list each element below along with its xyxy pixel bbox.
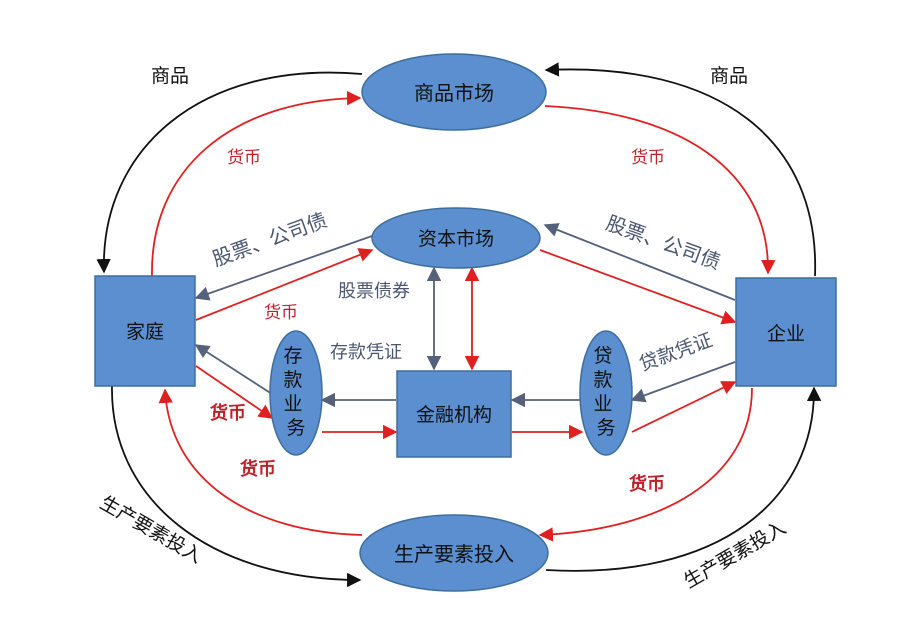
loan-certificate-label: 贷款凭证 bbox=[636, 329, 715, 376]
goods-flow-enterprise-to-market bbox=[544, 62, 816, 277]
factor-flow-household-to-factor bbox=[111, 385, 362, 588]
money-flow-household-to-capital bbox=[195, 248, 374, 321]
loan-char-4: 务 bbox=[596, 417, 615, 439]
money-label-top-left: 货币 bbox=[227, 148, 261, 168]
factor-input-node: 生产要素投入 bbox=[359, 514, 549, 592]
money-label-top-right: 货币 bbox=[631, 148, 665, 168]
loan-char-3: 业 bbox=[593, 393, 612, 415]
stocks-bonds-label-left: 股票、公司债 bbox=[209, 208, 330, 272]
household-node: 家庭 bbox=[94, 275, 196, 387]
factor-label-right: 生产要素投入 bbox=[680, 517, 790, 593]
money-label-household-deposit: 货币 bbox=[210, 402, 246, 424]
stocks-bonds-label-right: 股票、公司债 bbox=[603, 211, 724, 275]
deposit-business-node: 存 款 业 务 bbox=[269, 330, 323, 456]
financial-institution-node: 金融机构 bbox=[396, 370, 512, 458]
financial-institution-label: 金融机构 bbox=[416, 404, 492, 426]
capital-market-label: 资本市场 bbox=[418, 228, 494, 250]
factor-input-label: 生产要素投入 bbox=[394, 542, 514, 566]
deposit-char-1: 存 bbox=[283, 345, 302, 367]
deposit-char-3: 业 bbox=[283, 393, 302, 415]
money-flow-household-to-deposit bbox=[195, 365, 274, 419]
money-flow-goods-market-to-enterprise bbox=[544, 105, 776, 275]
securities-flow-enterprise-to-capital bbox=[543, 223, 736, 301]
deposit-business-label: 存 款 业 务 bbox=[283, 345, 308, 439]
household-label: 家庭 bbox=[126, 321, 164, 343]
certificate-flow-enterprise-to-loan bbox=[630, 361, 736, 403]
enterprise-node: 企业 bbox=[735, 277, 837, 387]
loan-business-node: 贷 款 业 务 bbox=[579, 330, 633, 456]
loan-char-1: 贷 bbox=[593, 345, 612, 367]
goods-label-right: 商品 bbox=[710, 65, 748, 87]
money-label-lower-left: 货币 bbox=[240, 458, 276, 480]
deposit-certificate-label: 存款凭证 bbox=[330, 342, 402, 363]
factor-label-left: 生产要素投入 bbox=[96, 492, 206, 568]
loan-business-label: 贷 款 业 务 bbox=[593, 345, 618, 439]
money-flow-factor-to-household bbox=[158, 388, 363, 536]
capital-market-node: 资本市场 bbox=[371, 207, 541, 269]
money-label-lower-right: 货币 bbox=[629, 473, 665, 495]
deposit-char-2: 款 bbox=[283, 369, 302, 391]
money-label-to-capital: 货币 bbox=[264, 303, 298, 323]
loan-char-2: 款 bbox=[593, 369, 612, 391]
goods-label-left: 商品 bbox=[151, 65, 189, 87]
goods-flow-market-to-household bbox=[96, 71, 363, 274]
money-flow-capital-to-enterprise bbox=[539, 249, 737, 325]
money-flow-loan-to-enterprise bbox=[631, 381, 737, 433]
enterprise-label: 企业 bbox=[767, 323, 805, 345]
deposit-char-4: 务 bbox=[286, 417, 305, 439]
money-flow-enterprise-to-factor bbox=[538, 387, 753, 542]
goods-market-node: 商品市场 bbox=[361, 53, 547, 131]
goods-market-label: 商品市场 bbox=[414, 81, 494, 105]
money-flow-household-to-goods-market bbox=[151, 91, 362, 277]
certificate-flow-deposit-to-household bbox=[194, 344, 273, 395]
securities-flow-capital-to-household bbox=[194, 235, 373, 301]
factor-flow-factor-to-enterprise bbox=[545, 386, 822, 572]
stock-bond-securities-label: 股票债券 bbox=[338, 281, 410, 302]
